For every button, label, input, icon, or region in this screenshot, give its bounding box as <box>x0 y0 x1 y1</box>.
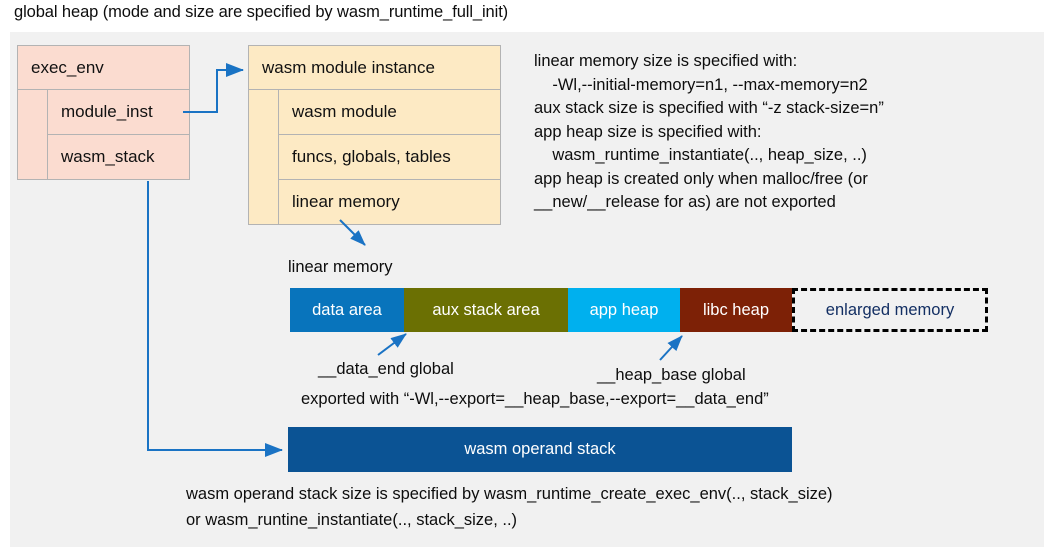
memory-segment-aux-stack-area: aux stack area <box>404 288 568 332</box>
exec-env-header: exec_env <box>18 46 189 90</box>
module-instance-field-funcs-globals-tables: funcs, globals, tables <box>279 135 500 180</box>
memory-segment-libc-heap: libc heap <box>680 288 792 332</box>
linear-memory-label: linear memory <box>288 258 393 276</box>
module-instance-gutter <box>249 90 279 224</box>
module-instance-fields: wasm module funcs, globals, tables linea… <box>279 90 500 224</box>
exec-env-field-module-inst: module_inst <box>48 90 189 135</box>
exec-env-fields: module_inst wasm_stack <box>48 90 189 179</box>
module-instance-field-linear-memory: linear memory <box>279 180 500 224</box>
module-instance-body: wasm module funcs, globals, tables linea… <box>249 90 500 224</box>
exec-env-body: module_inst wasm_stack <box>18 90 189 179</box>
memory-segment-data-area: data area <box>290 288 404 332</box>
module-instance-header: wasm module instance <box>249 46 500 90</box>
exec-env-field-wasm-stack: wasm_stack <box>48 135 189 179</box>
operand-stack-note: wasm operand stack size is specified by … <box>186 485 833 529</box>
memory-segment-enlarged-memory: enlarged memory <box>792 288 988 332</box>
data-end-annotation: __data_end global <box>318 360 454 378</box>
wasm-module-instance-box: wasm module instance wasm module funcs, … <box>248 45 501 225</box>
exec-env-gutter <box>18 90 48 179</box>
memory-segment-app-heap: app heap <box>568 288 680 332</box>
heap-base-annotation: __heap_base global <box>597 366 746 384</box>
page-title: global heap (mode and size are specified… <box>14 3 509 21</box>
module-instance-field-wasm-module: wasm module <box>279 90 500 135</box>
linear-memory-note: linear memory size is specified with: -W… <box>534 52 884 211</box>
export-annotation: exported with “-Wl,--export=__heap_base,… <box>301 390 769 408</box>
wasm-operand-stack-bar: wasm operand stack <box>288 427 792 472</box>
exec-env-box: exec_env module_inst wasm_stack <box>17 45 190 180</box>
